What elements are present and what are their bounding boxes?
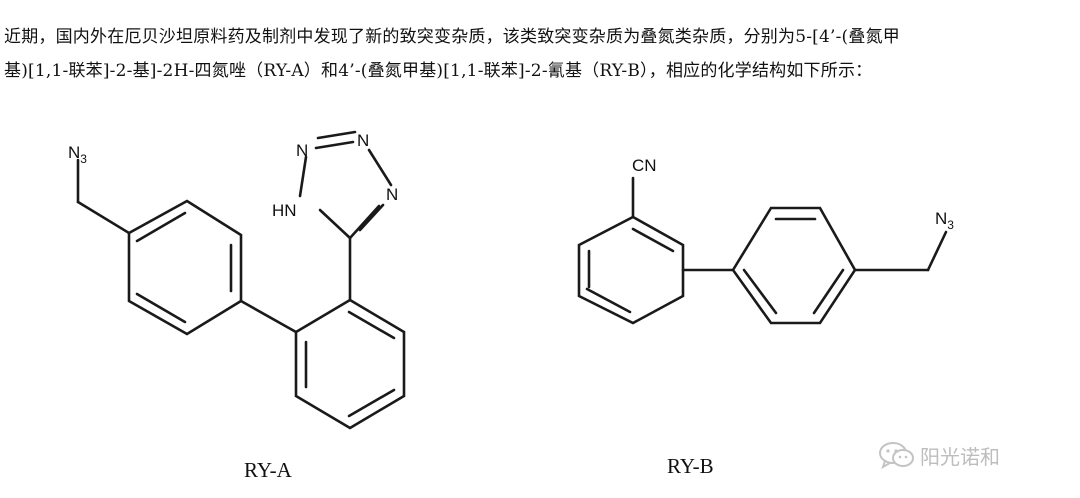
structure-ry-b: CN N3 (577, 156, 954, 325)
ry-a-bond-ch2-ring (76, 200, 131, 235)
ry-a-upper-benzene-ring (127, 199, 243, 336)
structure-ry-a: N3 N N N HN (68, 130, 406, 430)
intro-paragraph: 近期，国内外在厄贝沙坦原料药及制剂中发现了新的致突变杂质，该类致突变杂质为叠氮类… (4, 20, 1076, 88)
ry-a-atom-n-top-left: N (296, 141, 308, 160)
caption-ry-b: RY-B (667, 454, 714, 478)
ry-a-atom-hn: HN (272, 201, 297, 220)
watermark-text: 阳光诺和 (920, 444, 1000, 469)
ry-b-right-benzene-ring (731, 206, 857, 325)
caption-ry-a: RY-A (244, 458, 292, 482)
watermark: 阳光诺和 (878, 440, 1000, 470)
ry-b-left-benzene-ring (577, 215, 685, 325)
intro-line-1: 近期，国内外在厄贝沙坦原料药及制剂中发现了新的致突变杂质，该类致突变杂质为叠氮类… (4, 27, 900, 47)
ry-a-lower-benzene-ring (294, 298, 406, 430)
ry-a-atom-n-top-right: N (357, 131, 369, 150)
ry-b-atom-cn: CN (632, 156, 657, 175)
intro-line-2: 基)[1,1-联苯]-2-基]-2H-四氮唑（RY-A）和4’-(叠氮甲基)[1… (4, 61, 873, 81)
ry-b-atom-n3: N3 (935, 209, 954, 232)
ry-a-atom-n-right: N (386, 185, 398, 204)
ry-a-atom-n3: N3 (68, 143, 87, 166)
ry-a-bond-biphenyl (239, 299, 298, 334)
wechat-icon (879, 442, 914, 470)
ry-b-bond-ch2-n3 (926, 230, 948, 272)
ry-a-tetrazole-ring (298, 130, 393, 240)
